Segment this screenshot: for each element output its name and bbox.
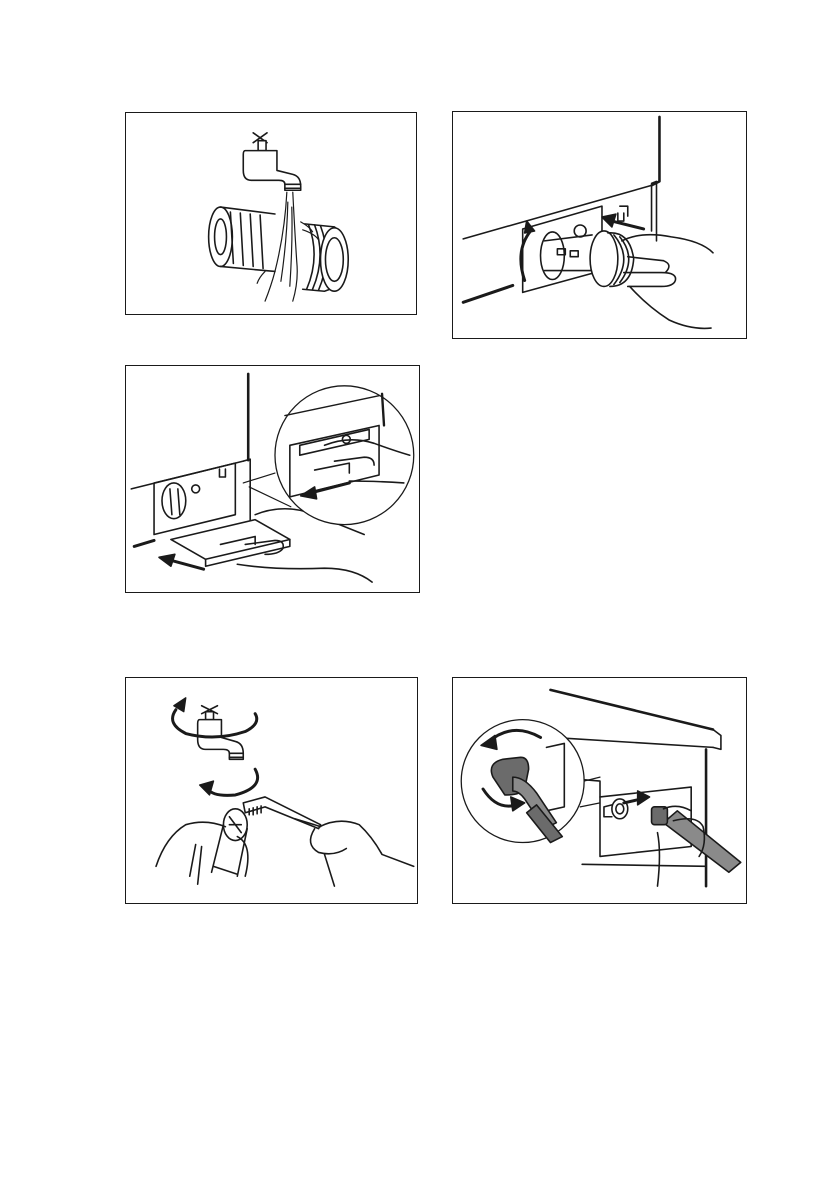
close-flap-illustration [126,366,419,592]
push-arrow-icon [159,554,204,569]
filter-icon [541,231,634,287]
filter-housing [154,463,235,534]
tap-icon [243,133,300,190]
water-stream [257,192,318,301]
tap-icon [198,706,244,760]
hand-icon [156,821,414,886]
figure-rinse-filter [125,112,417,315]
unscrew-inlet-hose-illustration [453,678,746,903]
toothbrush-icon [243,797,320,829]
figure-clean-tap-filter [125,677,418,904]
clean-tap-filter-illustration [126,678,417,903]
figure-close-flap [125,365,420,593]
figure-reinsert-filter [452,111,747,339]
hand-icon [622,235,713,329]
zoom-callout [461,720,600,843]
zoom-callout [243,386,413,525]
inlet-filter-icon [212,809,248,876]
filter-icon [209,207,349,291]
rinse-filter-illustration [126,113,416,314]
inlet-hose [652,807,741,872]
reinsert-filter-illustration [453,112,746,338]
figure-unscrew-inlet-hose [452,677,747,904]
